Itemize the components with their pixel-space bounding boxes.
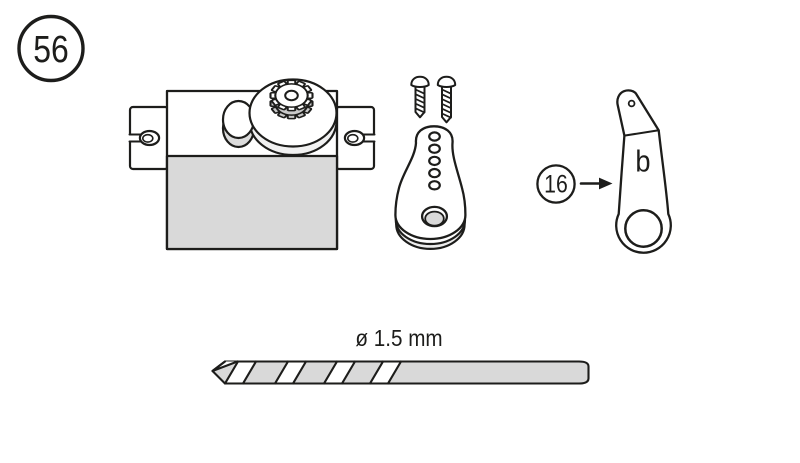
callout-ref-number: 16 bbox=[544, 170, 568, 198]
servo-arm-b-big-hole bbox=[624, 209, 663, 248]
servo-slot-right bbox=[343, 129, 377, 147]
servo-arm-b-bend-line bbox=[623, 129, 660, 137]
servo-body-lower bbox=[165, 154, 339, 251]
drill-bit-body bbox=[211, 360, 590, 385]
step-badge-circle bbox=[17, 14, 85, 83]
arrow-right-icon bbox=[579, 177, 613, 190]
callout-circle bbox=[536, 164, 576, 204]
screw-2 bbox=[436, 75, 457, 124]
mounting-screws bbox=[410, 75, 457, 124]
servo-gear-icon bbox=[269, 79, 314, 120]
step-badge: 56 bbox=[17, 14, 85, 83]
drill-bit-flutes bbox=[211, 360, 403, 385]
step-number: 56 bbox=[33, 28, 69, 70]
drill-diameter-label: ø 1.5 mm bbox=[355, 325, 442, 352]
gear-center-hole bbox=[284, 89, 299, 102]
servo-horn-holes bbox=[428, 131, 441, 191]
servo-arm-b-small-hole bbox=[627, 99, 636, 108]
screw-1 bbox=[410, 75, 430, 119]
part-letter: b bbox=[635, 145, 650, 179]
part-callout: 16 bbox=[536, 164, 613, 204]
drill-bit: ø 1.5 mm bbox=[211, 325, 590, 385]
servo-arm-b: b bbox=[615, 89, 672, 254]
servo-slot-left bbox=[127, 129, 161, 147]
servo-horn bbox=[394, 125, 467, 251]
servo-motor bbox=[127, 78, 377, 251]
servo-horn-center-hole-bore bbox=[424, 210, 445, 227]
